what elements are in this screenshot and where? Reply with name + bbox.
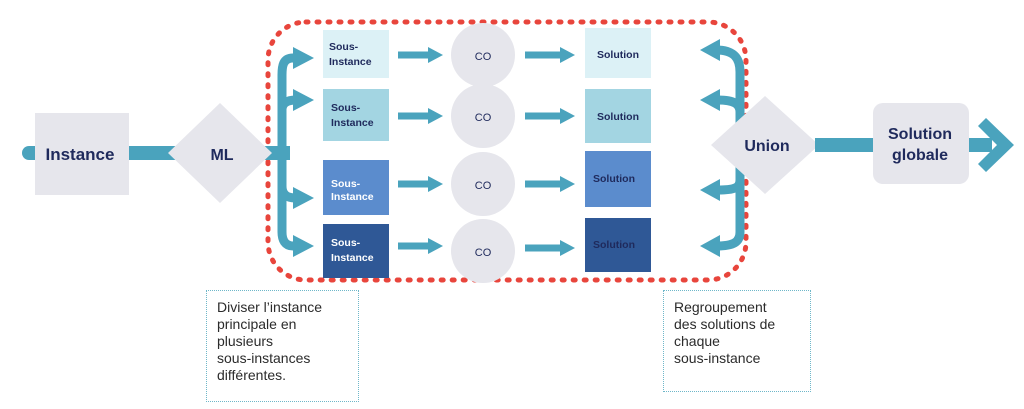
final-arrowhead <box>978 118 1014 172</box>
merge-branch-2 <box>717 95 745 113</box>
split-arrowhead-1 <box>293 47 314 69</box>
solution-box <box>585 89 651 143</box>
instance-label: Instance <box>46 145 115 164</box>
sub-instance-label-line1: Sous- <box>331 102 361 114</box>
arrowhead-to-co <box>428 238 443 254</box>
split-arrowhead-3 <box>293 187 314 209</box>
solution-globale-label-line1: Solution <box>888 126 952 143</box>
note-line: plusieurs <box>217 333 274 349</box>
sub-instance-label-line1: Sous- <box>331 178 361 190</box>
sub-instance-label-line2: Instance <box>331 117 374 129</box>
solution-box <box>585 28 651 78</box>
merge-arrowhead-2 <box>700 89 720 111</box>
solution-globale-box <box>873 103 969 184</box>
solution-globale-label-line2: globale <box>892 147 948 164</box>
sub-instance-label-line2: Instance <box>331 252 374 264</box>
sub-instance-box <box>323 224 389 278</box>
union-diamond <box>711 96 819 194</box>
solution-label: Solution <box>597 111 639 123</box>
note-line: différentes. <box>217 367 287 383</box>
note-line: Regroupement <box>674 299 767 315</box>
note-line: principale en <box>217 316 297 332</box>
co-label: CO <box>475 112 492 124</box>
co-label: CO <box>475 180 492 192</box>
arrowhead-to-co <box>428 47 443 63</box>
solution-box <box>585 151 651 207</box>
ml-label: ML <box>210 147 233 164</box>
solution-box <box>585 218 651 272</box>
sub-instance-box <box>323 160 389 215</box>
sub-instance-label-line2: Instance <box>329 56 372 68</box>
instance-box <box>35 113 129 195</box>
arrowhead-to-co <box>428 176 443 192</box>
sub-instance-label-line1: Sous- <box>331 237 361 249</box>
merge-arrowhead-4 <box>700 235 720 257</box>
merge-arrowhead-1 <box>700 39 720 61</box>
note-line: des solutions de <box>674 316 776 332</box>
split-arrowhead-4 <box>293 235 314 257</box>
co-circle <box>451 84 515 148</box>
row-4: Sous- Instance CO Solution <box>323 218 651 283</box>
co-circle <box>451 23 515 87</box>
sub-instance-label-line1: Sous- <box>329 41 359 53</box>
arrowhead-to-solution <box>560 47 575 63</box>
union-label: Union <box>744 138 789 155</box>
solution-label: Solution <box>593 239 635 251</box>
split-explanation-note: Diviser l’instance principale en plusieu… <box>206 290 359 402</box>
row-2: Sous- Instance CO Solution <box>323 84 651 148</box>
arrowhead-to-solution <box>560 108 575 124</box>
co-label: CO <box>475 247 492 259</box>
co-circle <box>451 219 515 283</box>
sub-instance-box <box>323 30 389 78</box>
ml-diamond <box>168 103 272 203</box>
sub-instance-box <box>323 89 389 141</box>
solution-label: Solution <box>593 173 635 185</box>
solution-label: Solution <box>597 49 639 61</box>
co-circle <box>451 152 515 216</box>
row-3: Sous- Instance CO Solution <box>323 151 651 216</box>
arrowhead-to-solution <box>560 176 575 192</box>
split-arrowhead-2 <box>293 89 314 111</box>
merge-arrowhead-3 <box>700 179 720 201</box>
split-bracket <box>277 53 294 251</box>
note-line: sous-instances <box>217 350 311 366</box>
note-line: sous-instance <box>674 350 761 366</box>
note-line: Diviser l’instance <box>217 299 323 315</box>
note-line: chaque <box>674 333 720 349</box>
merge-branch-3 <box>717 179 745 195</box>
co-label: CO <box>475 51 492 63</box>
merge-explanation-note: Regroupement des solutions de chaque sou… <box>663 290 811 392</box>
row-1: Sous- Instance CO Solution <box>323 23 651 87</box>
arrowhead-to-co <box>428 108 443 124</box>
sub-instance-label-line2: Instance <box>331 191 374 203</box>
arrowhead-to-solution <box>560 240 575 256</box>
